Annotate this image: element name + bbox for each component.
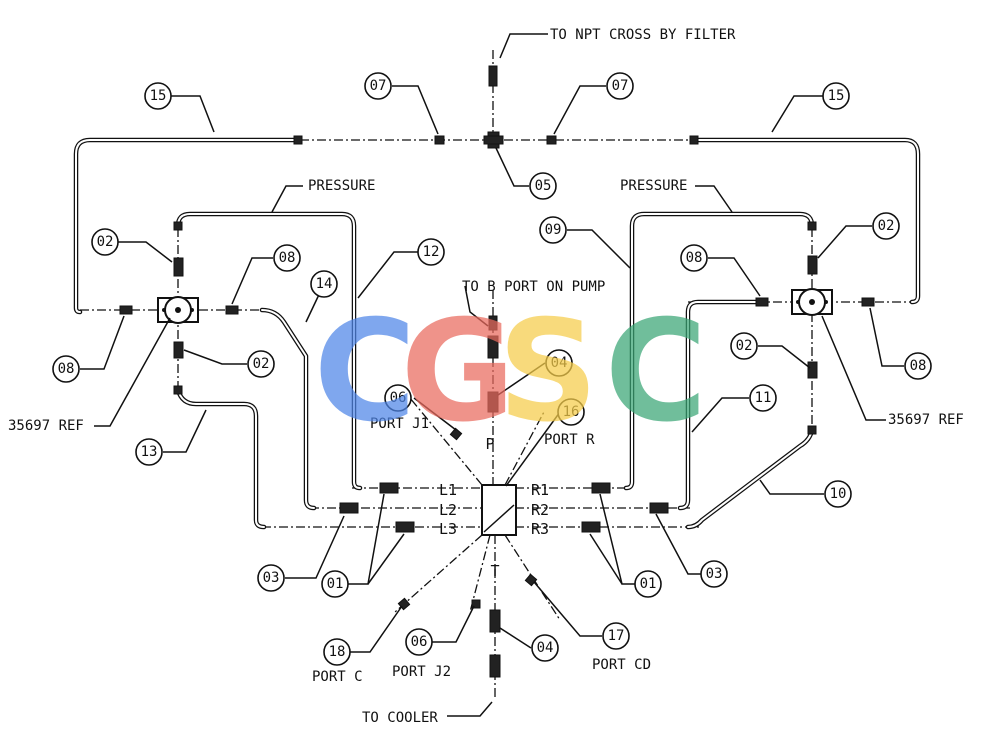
callout-08-d: 08 [904,352,932,380]
svg-text:03: 03 [263,570,280,586]
label-pressure-right: PRESSURE [620,178,687,194]
svg-text:14: 14 [316,276,333,292]
svg-text:06: 06 [411,634,428,650]
label-port-c: PORT C [312,669,363,685]
port-r1: R1 [531,481,549,499]
callout-10: 10 [824,480,852,508]
callout-12: 12 [417,238,445,266]
callout-03-right: 03 [700,560,728,588]
svg-text:04: 04 [551,355,568,371]
svg-text:02: 02 [97,234,114,250]
svg-text:17: 17 [608,628,625,644]
watermark-letter-c2: C [605,291,708,454]
label-npt-cross: TO NPT CROSS BY FILTER [550,27,736,43]
svg-text:16: 16 [563,404,580,420]
label-port-j1: PORT J1 [370,416,429,432]
right-valve-35697 [791,288,833,316]
callout-14: 14 [310,270,338,298]
port-p: P [485,435,494,453]
svg-text:07: 07 [370,78,387,94]
label-b-port: TO B PORT ON PUMP [462,279,605,295]
label-ref-left: 35697 REF [8,418,84,434]
svg-text:12: 12 [423,244,440,260]
label-port-r: PORT R [544,432,595,448]
label-port-j2: PORT J2 [392,664,451,680]
fittings [119,65,875,678]
callout-04-bottom: 04 [531,634,559,662]
svg-text:05: 05 [535,178,552,194]
callout-04-top: 04 [545,349,573,377]
callout-18: 18 [323,638,351,666]
manifold-block [481,484,517,536]
callout-02-a: 02 [91,228,119,256]
svg-text:08: 08 [58,361,75,377]
svg-text:15: 15 [150,88,167,104]
callout-11: 11 [749,384,777,412]
port-l3: L3 [439,520,457,538]
callout-17: 17 [602,622,630,650]
callout-06-top: 06 [384,384,412,412]
callout-02-c: 02 [247,350,275,378]
watermark-letter-g: G [401,291,516,454]
svg-text:08: 08 [910,358,927,374]
label-to-cooler: TO COOLER [362,710,438,726]
svg-text:01: 01 [640,576,657,592]
watermark-letter-c1: C [314,291,417,454]
label-port-cd: PORT CD [592,657,651,673]
callout-13: 13 [135,438,163,466]
svg-text:08: 08 [686,250,703,266]
svg-text:08: 08 [279,250,296,266]
text-labels: TO NPT CROSS BY FILTER TO B PORT ON PUMP… [8,27,964,726]
watermark-cgsc: C G S C [314,291,708,454]
svg-text:07: 07 [612,78,629,94]
leader-lines [80,33,904,717]
callout-05: 05 [529,172,557,200]
svg-text:13: 13 [141,444,158,460]
svg-text:02: 02 [253,356,270,372]
callout-15-right: 15 [822,82,850,110]
callout-03-left: 03 [257,564,285,592]
left-valve-35697 [157,296,199,324]
callout-08-a: 08 [273,244,301,272]
callout-07-left: 07 [364,72,392,100]
callout-02-d: 02 [730,332,758,360]
port-l1: L1 [439,481,457,499]
callout-07-right: 07 [606,72,634,100]
svg-text:09: 09 [545,222,562,238]
svg-text:01: 01 [327,576,344,592]
svg-text:15: 15 [828,88,845,104]
callout-01-left: 01 [321,570,349,598]
callouts: 15 15 07 07 05 02 02 02 02 08 08 08 08 1… [52,72,932,666]
port-r2: R2 [531,501,549,519]
port-t: T [490,562,499,580]
svg-text:06: 06 [390,390,407,406]
svg-text:18: 18 [329,644,346,660]
svg-text:11: 11 [755,390,772,406]
svg-text:02: 02 [736,338,753,354]
callout-16: 16 [557,398,585,426]
callout-08-b: 08 [680,244,708,272]
watermark-letter-s: S [498,291,599,454]
svg-text:10: 10 [830,486,847,502]
callout-15-left: 15 [144,82,172,110]
label-pressure-left: PRESSURE [308,178,375,194]
label-ref-right: 35697 REF [888,412,964,428]
callout-06-bottom: 06 [405,628,433,656]
svg-text:02: 02 [878,218,895,234]
callout-09: 09 [539,216,567,244]
callout-02-b: 02 [872,212,900,240]
svg-text:04: 04 [537,640,554,656]
svg-text:03: 03 [706,566,723,582]
callout-08-c: 08 [52,355,80,383]
port-r3: R3 [531,520,549,538]
callout-01-right: 01 [634,570,662,598]
tubes [73,137,921,530]
port-l2: L2 [439,501,457,519]
